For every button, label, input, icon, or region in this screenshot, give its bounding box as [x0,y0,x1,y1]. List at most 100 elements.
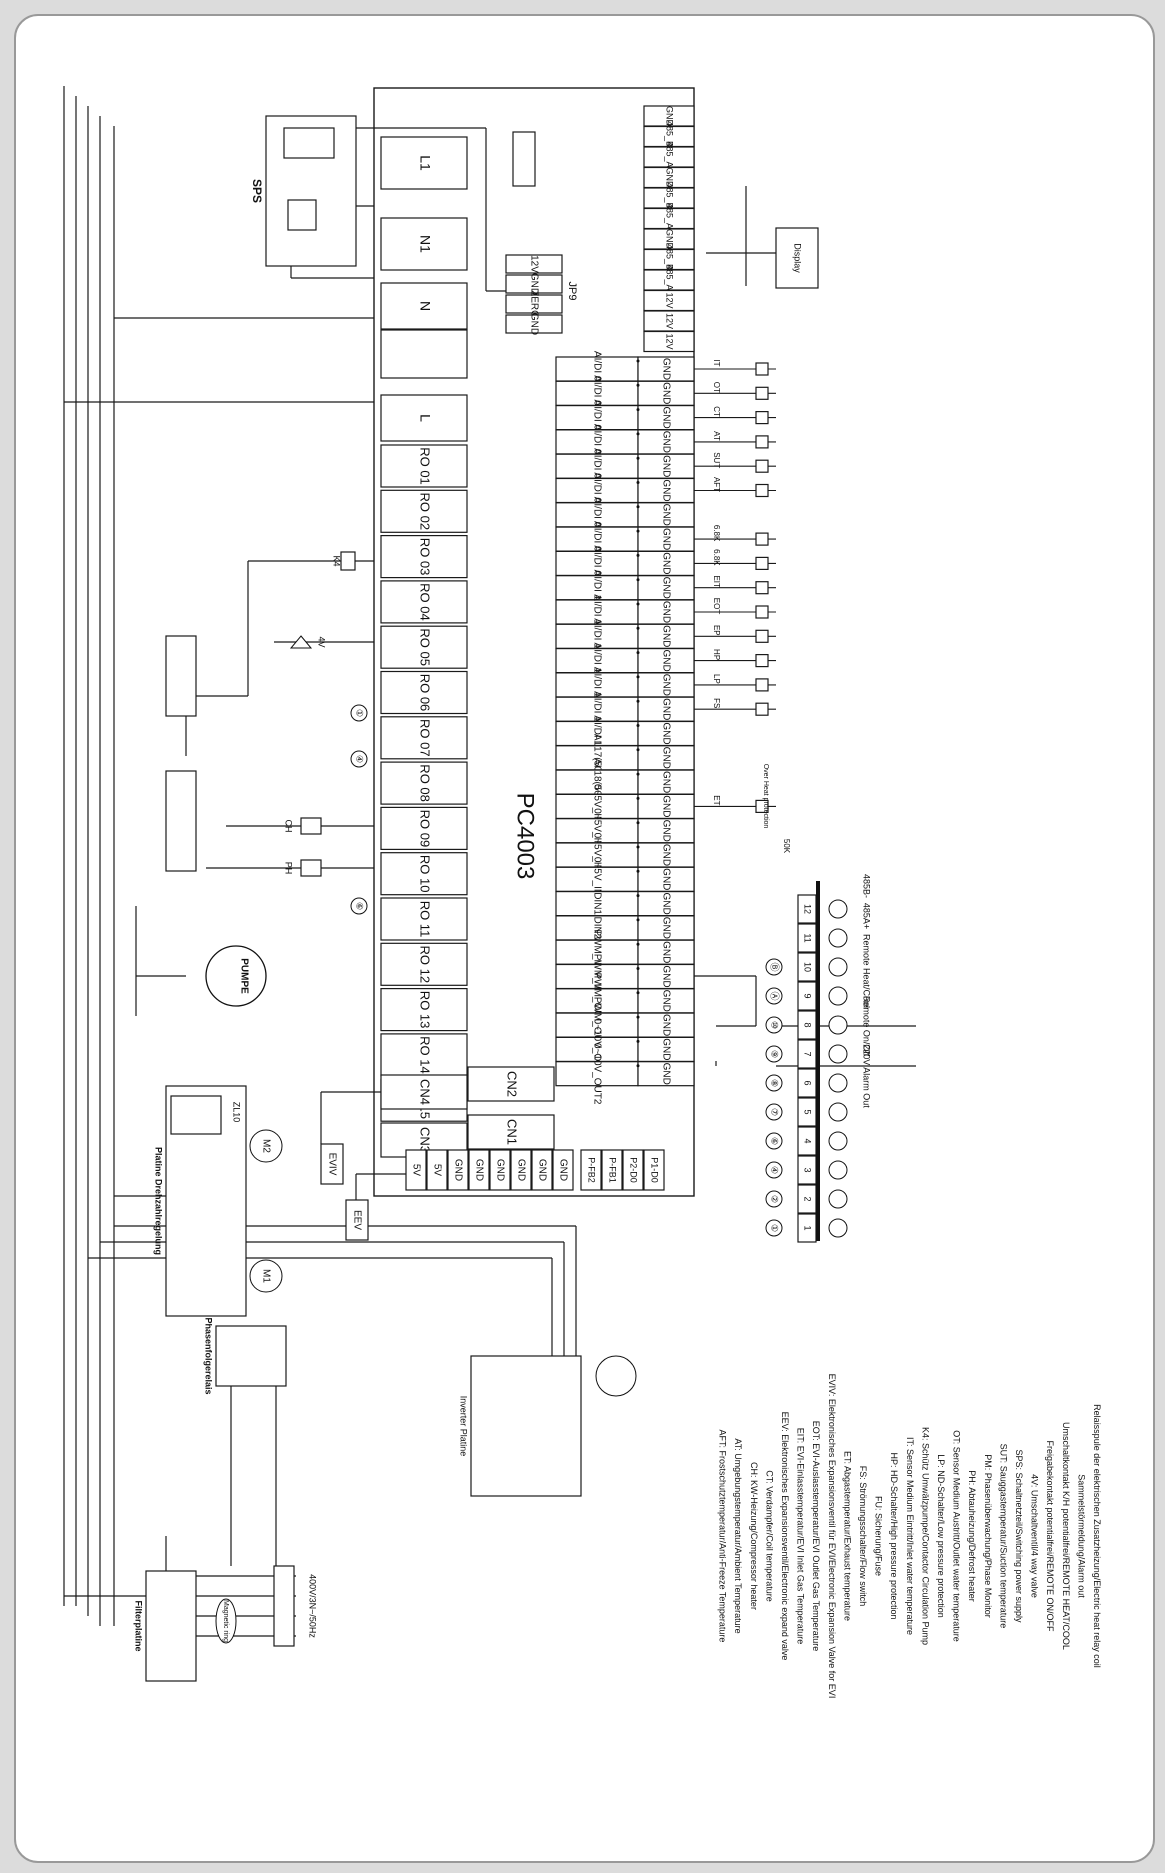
input-terminal-label-20: 0~5V_IN2 [591,808,602,853]
relay-label-2: RO 02 [418,493,433,531]
terminal-block-rail [816,881,820,1241]
input-terminal-6 [555,477,639,504]
display-block [775,227,819,289]
pin-dot-28 [636,1015,640,1019]
terminal-callout-1: ① [770,1224,780,1232]
pin-dot-19 [636,796,640,800]
relay-label-1: RO 01 [418,447,433,485]
gnd-terminal-28 [637,1012,695,1038]
jp9-pin-4 [505,314,563,334]
power-terminal-5 [380,394,468,442]
input-terminal-label-28: PWM_OUT2 [591,997,602,1054]
aux-pin-label-3: GND [452,1159,463,1181]
connector-label-cn4: CN4 [418,1079,433,1105]
terminal-screw-3 [828,1160,848,1180]
relay-terminal-5 [380,625,468,669]
sensor-element-2 [755,386,769,400]
aux-fb-pin-1 [580,1149,602,1191]
terminal-screw-1 [828,1218,848,1238]
pin-dot-17 [636,748,640,752]
com-port-pin-label-11: 12V [665,313,675,329]
supply-label: 400V/3N~/50Hz [308,1574,318,1638]
gnd-terminal-label-13: GND [660,649,671,671]
com-port-pin-label-6: 485_A2 [665,203,675,234]
aux-pin-7 [531,1149,553,1191]
pin-dot-6 [636,481,640,484]
gnd-terminal-label-8: GND [660,528,671,550]
sps-terminal-top [283,127,335,159]
relay-label-5: RO 05 [418,628,433,666]
sensor-element-15 [755,702,769,716]
pin-dot-9 [636,553,640,557]
inverter-board [470,1355,582,1497]
aux-fb-pin-label-3: P2-D0 [629,1157,639,1183]
gnd-terminal-label-5: GND [660,455,671,477]
gnd-terminal-30 [637,1061,695,1087]
jp9-pin-1 [505,254,563,274]
gnd-terminal-label-17: GND [660,747,671,769]
gnd-terminal-label-18: GND [660,771,671,793]
relay-terminal-1 [380,444,468,488]
pin-dot-23 [636,894,640,898]
terminal-number-8: 8 [803,1022,813,1027]
terminal-number-5: 5 [803,1109,813,1114]
terminal-callout-4: ⑥ [770,1137,780,1145]
pin-dot-26 [636,967,640,970]
legend-line-14: K4: Schütz Umwälzpumpe/Contactor Circula… [920,1427,930,1645]
terminal-screw-11 [828,928,848,948]
com-port-pin-label-9: 485_A1 [665,264,675,295]
relay-callout-3: ⑥ [355,902,365,910]
legend-line-6: EIT: EVI-Einlasstemperatur/EVI Inlet Gas… [796,1428,806,1644]
gnd-terminal-label-28: GND [660,1014,671,1036]
sensor-label-19: ET [712,795,721,805]
gnd-terminal-label-29: GND [660,1038,671,1060]
relay-label-6: RO 06 [418,674,433,712]
gnd-terminal-8 [637,526,695,552]
gnd-terminal-23 [637,890,695,917]
contactor-stack-lower [165,770,197,872]
terminal-number-6: 6 [803,1080,813,1085]
legend-line-9: ET: Abgastemperatur/Exhaust temperature [842,1451,852,1621]
power-terminal-1 [380,136,468,190]
terminal-number-3: 3 [803,1167,813,1172]
legend-line-15: LP: ND-Schalter/Low pressure protection [936,1454,946,1618]
relay-label-10: RO 10 [418,855,433,893]
sps-terminal-bottom [287,199,317,231]
compressor-heater-coil [300,817,322,835]
over-heat-label: Over Heat protection [762,764,769,829]
gnd-terminal-25 [637,939,695,965]
com-port-pin-label-5: 485_B2 [665,182,675,213]
gnd-terminal-label-21: GND [660,844,671,866]
terminal-callout-9: Ⓐ [770,991,780,1000]
pin-dot-24 [636,918,640,922]
terminal-callout-10: Ⓑ [770,962,780,971]
aux-pin-label-7: GND [536,1159,547,1181]
legend-line-2: AT: Umgebungstemperatur/Ambient Temperat… [733,1438,743,1633]
sensor-label-5: SUT [712,452,721,468]
jp9-pin-label-3: ZERO [528,290,539,318]
terminal-group-label-3: Remote Heat/Cool [862,934,872,1008]
terminal-screw-4 [828,1131,848,1151]
connector-label-cn2: CN2 [505,1071,520,1097]
gnd-terminal-10 [637,575,695,601]
relay-terminal-6 [380,670,468,715]
board-model-label: PC4003 [512,793,539,880]
sensor-label-13: HP [712,649,721,660]
legend-line-19: SUT: Sauggastemperatur/Suction temperatu… [998,1444,1008,1629]
relay-terminal-9 [380,806,468,851]
sensor-label-10: EIT [712,575,721,588]
terminal-callout-circle-7 [765,1045,783,1063]
aux-pin-2 [426,1149,448,1191]
gnd-terminal-label-22: GND [660,868,671,890]
sensor-element-19 [755,799,769,814]
input-terminal-label-15: AI/DI 15 [591,691,602,728]
pin-dot-20 [636,821,640,825]
power-terminal-label-1: L1 [417,155,433,171]
sensor-label-8: 6.8K [712,525,721,542]
sensor-element-8 [755,532,769,546]
relay-label-12: RO 12 [418,946,433,984]
gnd-terminal-label-6: GND [660,479,671,501]
terminal-number-7: 7 [803,1051,813,1056]
terminal-screw-9 [828,986,848,1006]
